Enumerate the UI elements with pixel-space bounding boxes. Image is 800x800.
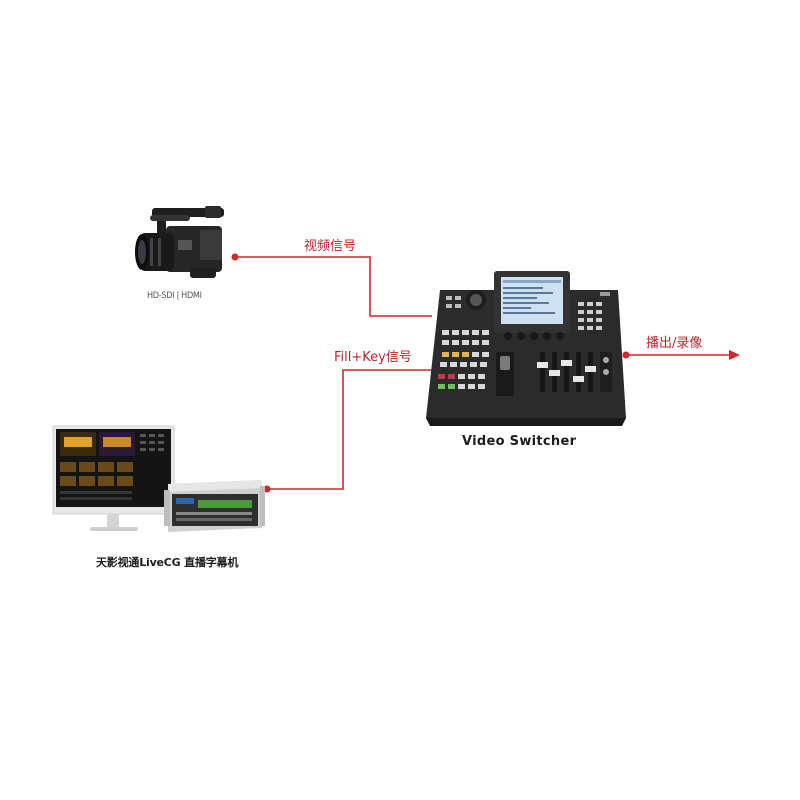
camera-to-switcher-connector — [231, 253, 432, 317]
camcorder-icon — [135, 206, 224, 278]
cg-signal-label: Fill+Key信号 — [334, 350, 412, 365]
camera-signal-label: 视频信号 — [304, 239, 357, 254]
arrow-right-icon — [729, 350, 740, 360]
switcher-caption: Video Switcher — [462, 434, 577, 449]
output-signal-label: 播出/录像 — [646, 336, 703, 351]
video-switcher-icon — [426, 271, 626, 426]
output-connector — [622, 350, 740, 360]
monitor-and-server-icon — [52, 425, 265, 532]
cg-caption: 天影视通LiveCG 直播字幕机 — [96, 556, 239, 569]
cg-to-switcher-connector — [263, 369, 432, 493]
camera-caption: HD-SDI | HDMI — [147, 291, 202, 301]
